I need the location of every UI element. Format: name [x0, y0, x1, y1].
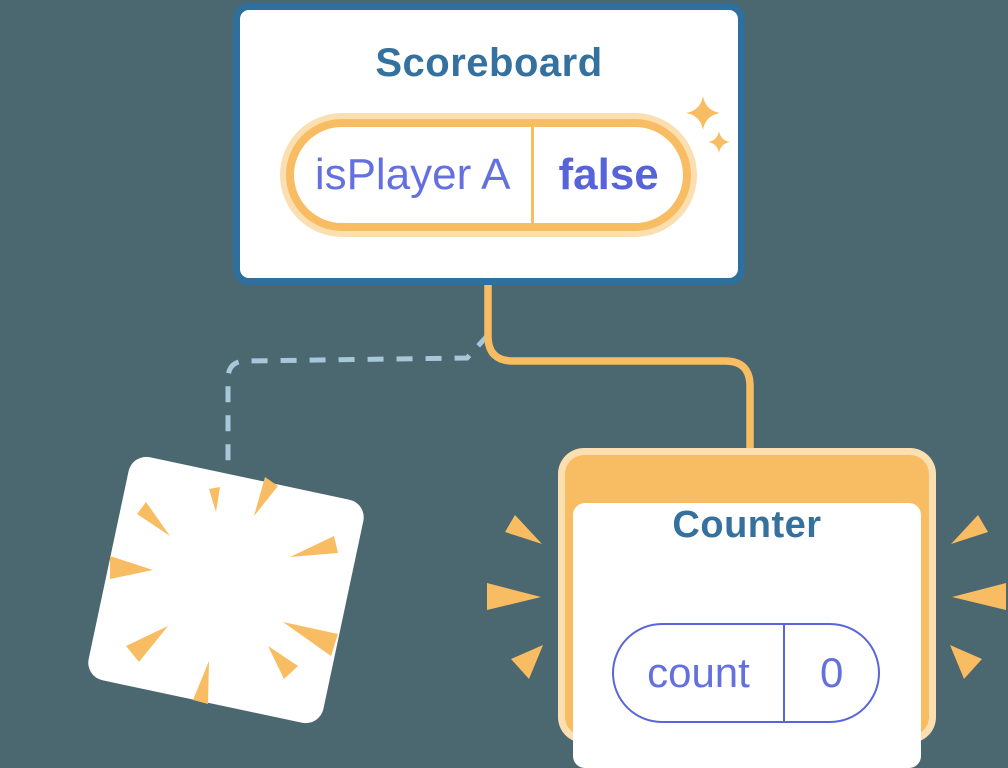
state-pill-value: false: [558, 150, 659, 199]
count-pill-divider: [782, 625, 786, 721]
counter-card: Counter count 0: [558, 448, 936, 768]
scoreboard-title: Scoreboard: [375, 41, 603, 85]
counter-card-body: Counter count 0: [573, 503, 921, 768]
scoreboard-card: Scoreboard isPlayer A false: [233, 3, 745, 285]
counter-state-pill: count 0: [612, 623, 880, 723]
state-pill-divider: [531, 127, 535, 223]
diagram-canvas: Scoreboard isPlayer A false Counter coun…: [84, 3, 1006, 768]
scoreboard-state-pill: isPlayer A false: [280, 113, 697, 237]
removed-connector-line: [225, 332, 491, 468]
count-pill-label: count: [647, 649, 750, 696]
counter-title: Counter: [672, 504, 822, 546]
state-pill-border: isPlayer A false: [286, 119, 691, 231]
state-pill-body: isPlayer A false: [294, 127, 683, 223]
counter-card-border: Counter count 0: [565, 455, 929, 768]
destroyed-card: [84, 453, 368, 727]
state-pill-label: isPlayer A: [314, 150, 511, 199]
active-connector-line: [484, 283, 754, 452]
count-pill-value: 0: [820, 649, 844, 696]
